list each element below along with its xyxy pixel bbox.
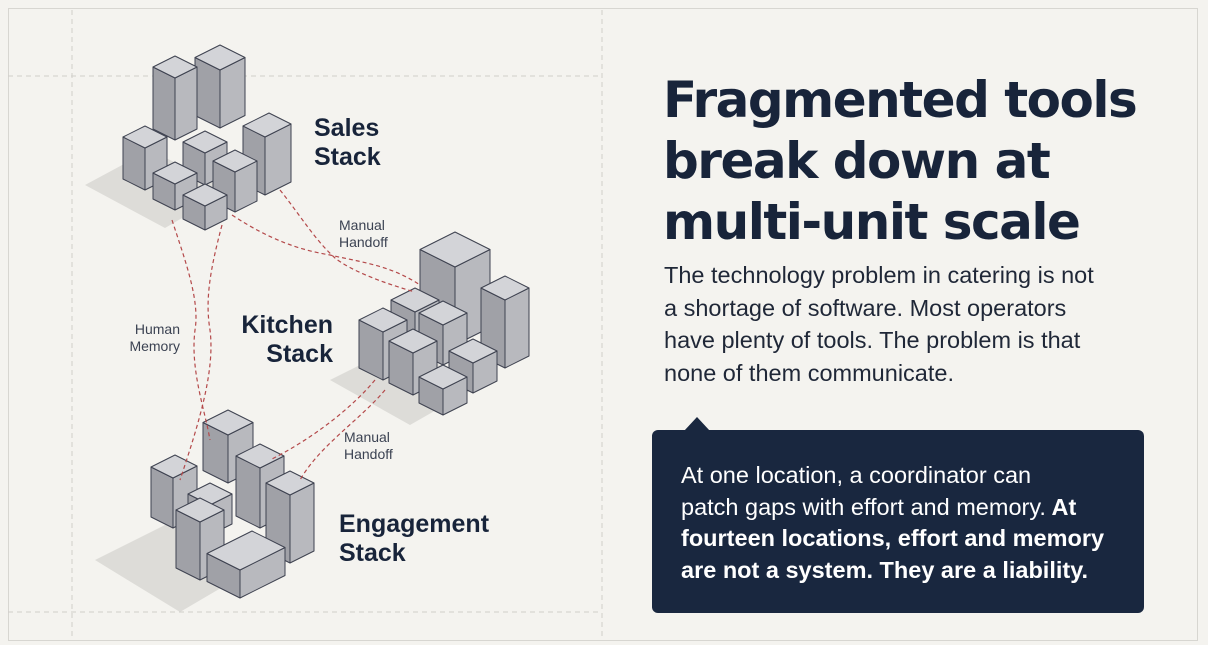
- kitchen-stack-icon: [330, 231, 530, 425]
- title-line: Fragmented tools: [663, 71, 1138, 129]
- title-line: multi-unit scale: [663, 193, 1081, 251]
- callout-text-bold: At: [1045, 493, 1077, 520]
- body-line: The technology problem in catering is no…: [664, 262, 1094, 288]
- engagement-stack-icon: [95, 409, 315, 612]
- callout-text-regular: patch gaps with effort and memory.: [681, 493, 1046, 520]
- callout-line: patch gaps with effort and memory. At: [681, 492, 1124, 524]
- connector-lines: [171, 189, 421, 481]
- callout-box: At one location, a coordinator can patch…: [652, 417, 1144, 613]
- callout-line: At one location, a coordinator can: [681, 462, 1032, 488]
- body-line: a shortage of software. Most operators: [664, 294, 1067, 321]
- callout-line-bold: fourteen locations, effort and memory: [681, 525, 1105, 551]
- body-line: none of them communicate.: [664, 359, 954, 386]
- frame-lines: [8, 8, 1198, 641]
- page-title: Fragmented tools break down at multi-uni…: [663, 70, 1183, 253]
- sales-stack-icon: [85, 44, 292, 231]
- body-line: have plenty of tools. The problem is tha…: [664, 327, 1081, 353]
- body-paragraph: The technology problem in catering is no…: [664, 259, 1164, 389]
- callout-line-bold: are not a system. They are a liability.: [681, 556, 1089, 583]
- title-line: break down at: [663, 132, 1051, 190]
